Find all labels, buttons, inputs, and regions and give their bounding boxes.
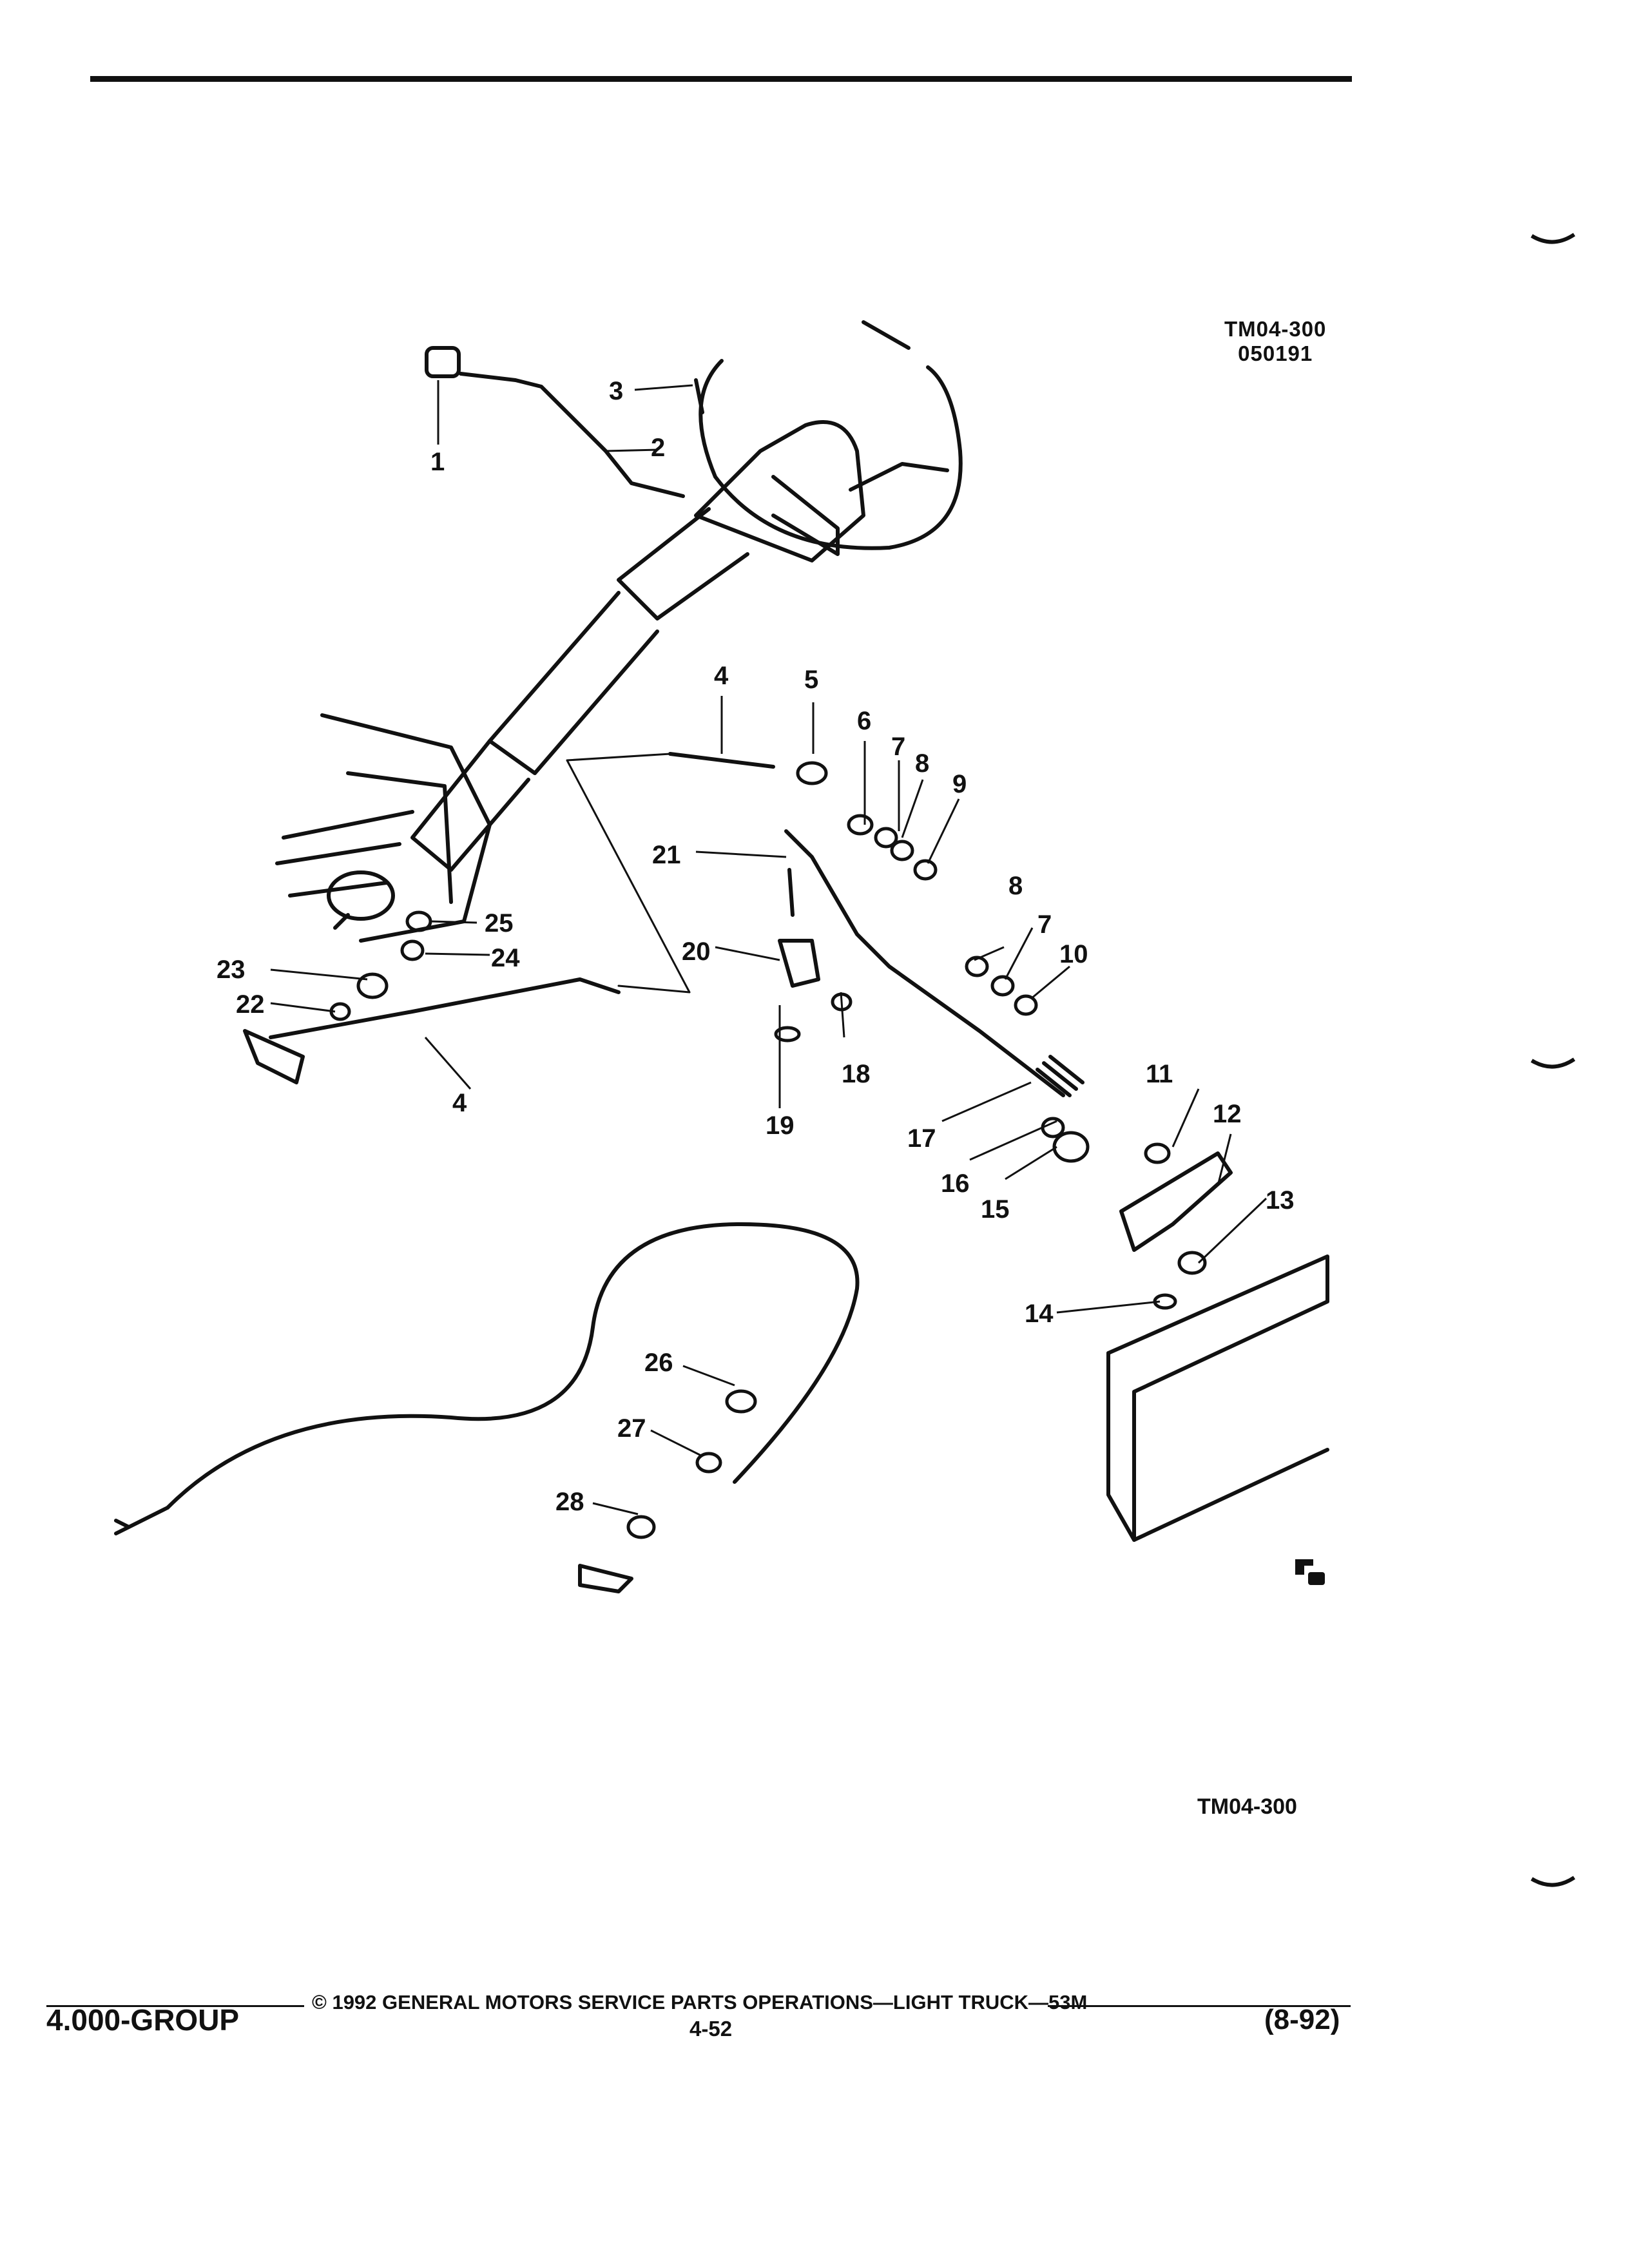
part-8b — [965, 956, 989, 977]
figure-date-code: 050191 — [1238, 341, 1313, 365]
column-lower-tube — [488, 591, 659, 775]
callout-8b: 8 — [1008, 872, 1023, 900]
part-10 — [1014, 994, 1038, 1016]
part-5 — [796, 761, 828, 785]
shift-lever-arm — [243, 1029, 305, 1084]
footer-rule-right — [1048, 2005, 1351, 2007]
callout-14: 14 — [1025, 1300, 1054, 1328]
part-18 — [831, 992, 853, 1012]
column-stub-shaft — [333, 913, 350, 930]
part-8 — [890, 840, 914, 861]
callout-9: 9 — [952, 770, 967, 798]
bracket-20 — [778, 939, 820, 988]
part-9 — [913, 859, 938, 881]
frame-rail — [1106, 1254, 1329, 1542]
footer-copyright: © 1992 GENERAL MOTORS SERVICE PARTS OPER… — [312, 1991, 1088, 2013]
part-23 — [356, 972, 389, 999]
figure-id-block: TM04-300 050191 — [1224, 317, 1326, 366]
callout-1: 1 — [430, 448, 445, 476]
linkage-pin — [787, 868, 795, 917]
shift-cable — [166, 1222, 860, 1510]
column-housing-upper — [694, 420, 865, 562]
firewall-lines — [275, 810, 414, 898]
part-7 — [874, 827, 898, 849]
callout-15: 15 — [981, 1195, 1010, 1224]
column-lower-end — [327, 870, 395, 921]
bracket-12 — [1119, 1151, 1233, 1252]
margin-tick-icon — [1530, 233, 1576, 244]
callout-8: 8 — [915, 749, 929, 778]
figure-caption-id: TM04-300 — [1197, 1794, 1297, 1819]
part-25 — [405, 910, 432, 932]
footer-rule-left — [46, 2005, 304, 2007]
callout-19: 19 — [766, 1111, 795, 1140]
part-27 — [695, 1452, 722, 1474]
gm-logo-icon — [1295, 1559, 1325, 1585]
firewall-outline — [320, 713, 492, 943]
callout-25: 25 — [485, 909, 514, 937]
callout-28: 28 — [555, 1488, 584, 1516]
shift-rod-lower — [269, 977, 621, 1039]
callout-7b: 7 — [1037, 910, 1052, 939]
switch-connector — [425, 346, 461, 378]
callout-17: 17 — [907, 1124, 936, 1153]
callout-4-top: 4 — [714, 662, 729, 690]
top-rule — [90, 76, 1352, 82]
part-15 — [1052, 1131, 1090, 1163]
steering-wheel-top — [862, 320, 911, 350]
column-shaft — [617, 507, 749, 620]
margin-tick-icon — [1530, 1876, 1576, 1887]
callout-13: 13 — [1266, 1186, 1295, 1215]
callout-18: 18 — [842, 1060, 871, 1088]
callout-11: 11 — [1146, 1060, 1173, 1088]
footer-group: 4.000-GROUP — [46, 2003, 240, 2037]
shift-rod-upper — [668, 752, 775, 769]
leader-triangle — [566, 753, 691, 994]
steering-wheel-rim — [699, 359, 963, 550]
callout-27: 27 — [617, 1414, 646, 1443]
frame-rail-inner — [1106, 1351, 1136, 1542]
callout-7: 7 — [891, 733, 905, 761]
margin-tick-icon — [1530, 1057, 1576, 1069]
part-6 — [847, 814, 874, 836]
cable-end-left — [114, 1506, 169, 1535]
footer-page-number: 4-52 — [689, 2017, 733, 2041]
callout-23: 23 — [217, 956, 246, 984]
firewall-inner — [346, 771, 453, 904]
callout-16: 16 — [941, 1169, 970, 1198]
column-jacket — [410, 739, 530, 872]
callout-5: 5 — [804, 666, 818, 694]
footer-revision: (8-92) — [1264, 2004, 1340, 2035]
linkage-rod — [784, 829, 1065, 1097]
spring-17 — [1036, 1055, 1084, 1097]
part-24 — [400, 939, 425, 961]
callout-10: 10 — [1059, 940, 1088, 968]
part-26 — [725, 1389, 757, 1414]
cable-end-bracket — [578, 1564, 633, 1593]
part-7b — [990, 975, 1015, 997]
switch-wire — [459, 372, 685, 498]
callout-22: 22 — [236, 990, 265, 1019]
figure-id: TM04-300 — [1224, 317, 1327, 341]
part-16 — [1041, 1117, 1065, 1139]
screw-3 — [694, 378, 704, 414]
callout-12: 12 — [1213, 1100, 1242, 1128]
callout-26: 26 — [644, 1349, 673, 1377]
callout-6: 6 — [857, 707, 871, 735]
part-14 — [1153, 1293, 1177, 1310]
part-19 — [774, 1026, 801, 1043]
part-22 — [329, 1002, 351, 1021]
part-13 — [1177, 1251, 1207, 1275]
callout-4-bottom: 4 — [452, 1089, 467, 1117]
column-housing-block — [771, 475, 840, 556]
callout-20: 20 — [682, 937, 711, 966]
part-28 — [626, 1515, 656, 1539]
callout-21: 21 — [652, 841, 681, 869]
callout-2: 2 — [651, 434, 665, 462]
wheel-spoke — [849, 462, 949, 492]
callout-3: 3 — [609, 377, 623, 405]
part-11 — [1144, 1142, 1171, 1164]
callout-24: 24 — [491, 944, 520, 972]
